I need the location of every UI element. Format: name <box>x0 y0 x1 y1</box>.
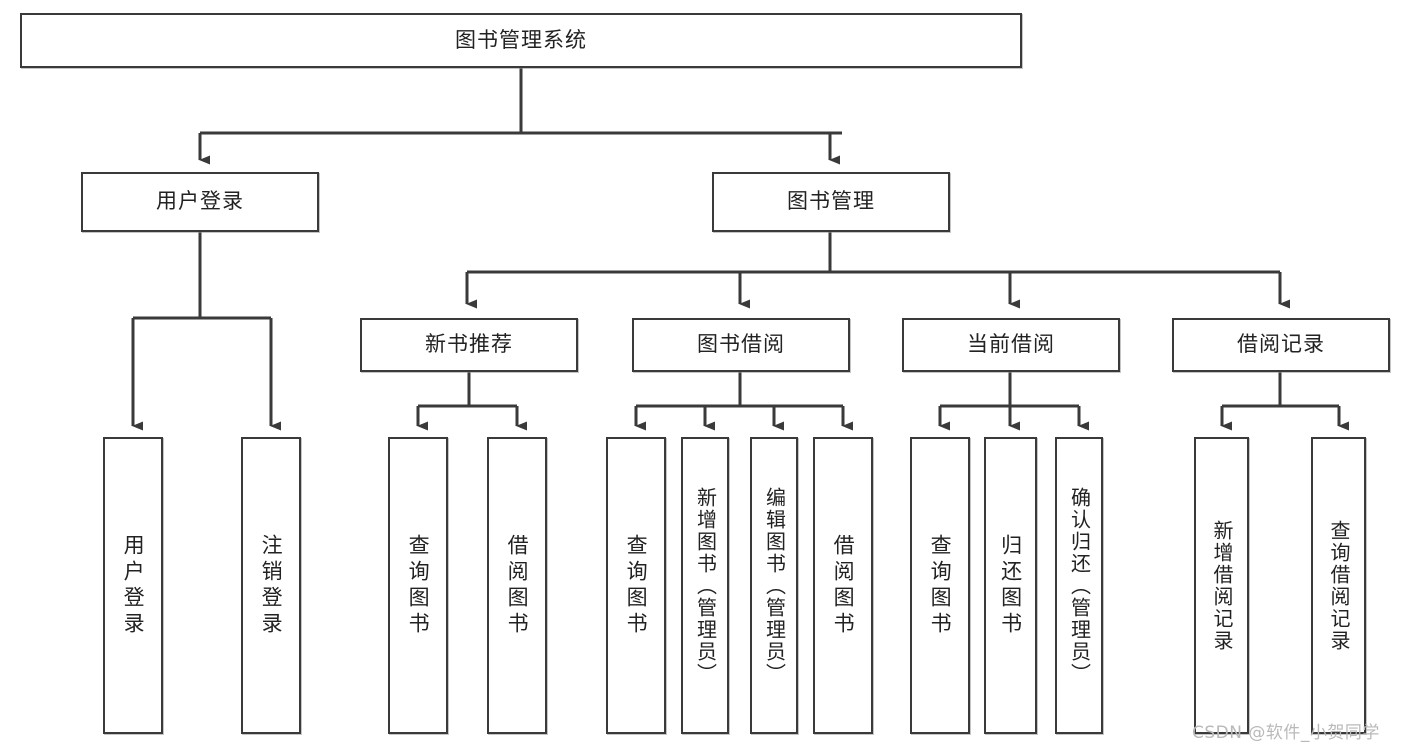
node-leaf-return-book-label: 归还图书 <box>998 533 1023 638</box>
node-current-borrow-label: 当前借阅 <box>967 332 1055 357</box>
node-leaf-query-book-2[interactable]: 查询图书 <box>606 437 666 734</box>
node-leaf-query-book-2-label: 查询图书 <box>624 533 649 638</box>
node-root[interactable]: 图书管理系统 <box>20 13 1022 68</box>
node-leaf-user-login-label: 用户登录 <box>121 533 146 638</box>
node-book-manage[interactable]: 图书管理 <box>712 172 950 232</box>
node-leaf-query-book-3-label: 查询图书 <box>928 533 953 638</box>
node-leaf-logout-label: 注销登录 <box>259 533 284 638</box>
csdn-watermark: CSDN @软件_小贺同学 <box>1192 723 1380 743</box>
node-leaf-borrow-book-2-label: 借阅图书 <box>831 533 856 638</box>
node-leaf-edit-book[interactable]: 编辑图书（管理员） <box>750 437 798 734</box>
node-leaf-query-record[interactable]: 查询借阅记录 <box>1311 437 1366 734</box>
node-borrow-record[interactable]: 借阅记录 <box>1172 318 1390 372</box>
node-root-label: 图书管理系统 <box>455 27 587 52</box>
node-leaf-user-login[interactable]: 用户登录 <box>103 437 163 734</box>
node-leaf-borrow-book-2[interactable]: 借阅图书 <box>813 437 873 734</box>
node-leaf-add-record-label: 新增借阅记录 <box>1210 519 1234 652</box>
node-book-borrow[interactable]: 图书借阅 <box>632 318 850 372</box>
node-user-login-label: 用户登录 <box>156 189 244 214</box>
node-leaf-add-record[interactable]: 新增借阅记录 <box>1194 437 1249 734</box>
node-leaf-return-book[interactable]: 归还图书 <box>984 437 1037 734</box>
node-leaf-query-book-1[interactable]: 查询图书 <box>388 437 448 734</box>
node-leaf-confirm-return-label: 确认归还（管理员） <box>1067 486 1092 685</box>
node-current-borrow[interactable]: 当前借阅 <box>902 318 1120 372</box>
node-borrow-record-label: 借阅记录 <box>1237 332 1325 357</box>
node-leaf-query-book-3[interactable]: 查询图书 <box>910 437 970 734</box>
node-new-book-recommend-label: 新书推荐 <box>425 332 513 357</box>
node-leaf-confirm-return[interactable]: 确认归还（管理员） <box>1055 437 1103 734</box>
node-leaf-borrow-book-1-label: 借阅图书 <box>505 533 530 638</box>
node-leaf-borrow-book-1[interactable]: 借阅图书 <box>487 437 547 734</box>
node-user-login[interactable]: 用户登录 <box>81 172 319 232</box>
node-leaf-add-book-label: 新增图书（管理员） <box>693 486 718 685</box>
node-leaf-edit-book-label: 编辑图书（管理员） <box>762 486 787 685</box>
node-leaf-query-record-label: 查询借阅记录 <box>1327 519 1351 652</box>
node-book-borrow-label: 图书借阅 <box>697 332 785 357</box>
node-leaf-logout[interactable]: 注销登录 <box>241 437 301 734</box>
node-leaf-query-book-1-label: 查询图书 <box>406 533 431 638</box>
node-leaf-add-book[interactable]: 新增图书（管理员） <box>681 437 729 734</box>
node-new-book-recommend[interactable]: 新书推荐 <box>360 318 578 372</box>
node-book-manage-label: 图书管理 <box>787 189 875 214</box>
